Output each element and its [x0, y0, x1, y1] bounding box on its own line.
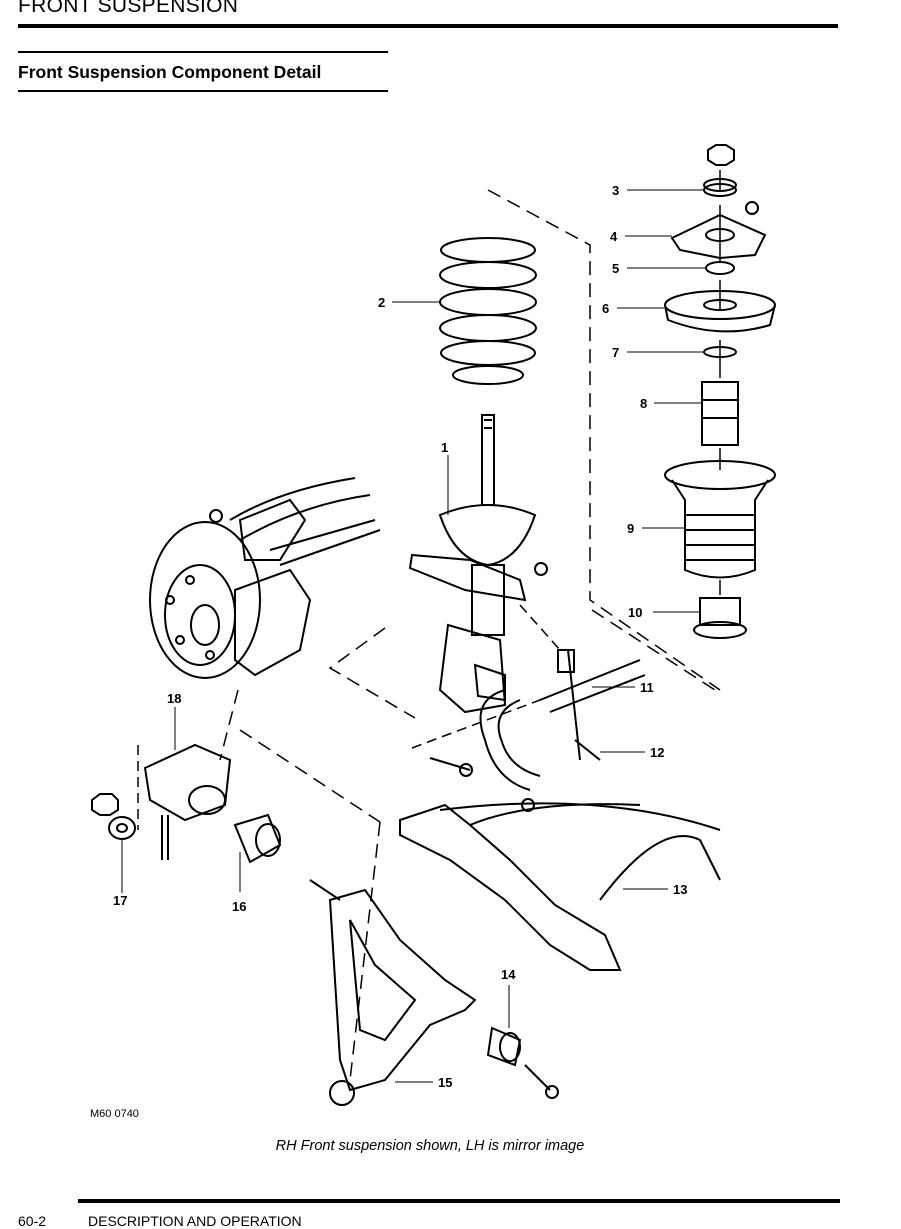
footer-rule [78, 1199, 840, 1203]
section-rule-top [18, 51, 388, 53]
section-title: Front Suspension Component Detail [18, 62, 322, 82]
callout-10: 10 [628, 605, 642, 620]
callout-14: 14 [501, 967, 516, 982]
callout-13: 13 [673, 882, 687, 897]
callout-7: 7 [612, 345, 619, 360]
figure-reference: M60 0740 [90, 1108, 139, 1120]
callout-5: 5 [612, 261, 619, 276]
callout-11: 11 [640, 680, 654, 695]
callout-18: 18 [167, 691, 181, 706]
chapter-title: FRONT SUSPENSION [18, 0, 239, 17]
figure-caption: RH Front suspension shown, LH is mirror … [275, 1138, 585, 1154]
footer-section-name: DESCRIPTION AND OPERATION [88, 1213, 302, 1229]
callout-16: 16 [232, 899, 246, 914]
callout-3: 3 [612, 183, 619, 198]
callout-1: 1 [441, 440, 448, 455]
callout-6: 6 [602, 301, 609, 316]
section-rule-bottom [18, 90, 388, 92]
callout-4: 4 [610, 229, 618, 244]
callout-8: 8 [640, 396, 647, 411]
header-rule [18, 24, 838, 28]
drawing-lines [91, 144, 776, 1106]
callout-15: 15 [438, 1075, 452, 1090]
leader-lines [121, 189, 706, 1083]
callout-9: 9 [627, 521, 634, 536]
callout-17: 17 [113, 893, 127, 908]
page-number: 60-2 [18, 1213, 47, 1229]
callout-12: 12 [650, 745, 664, 760]
callout-2: 2 [378, 295, 385, 310]
